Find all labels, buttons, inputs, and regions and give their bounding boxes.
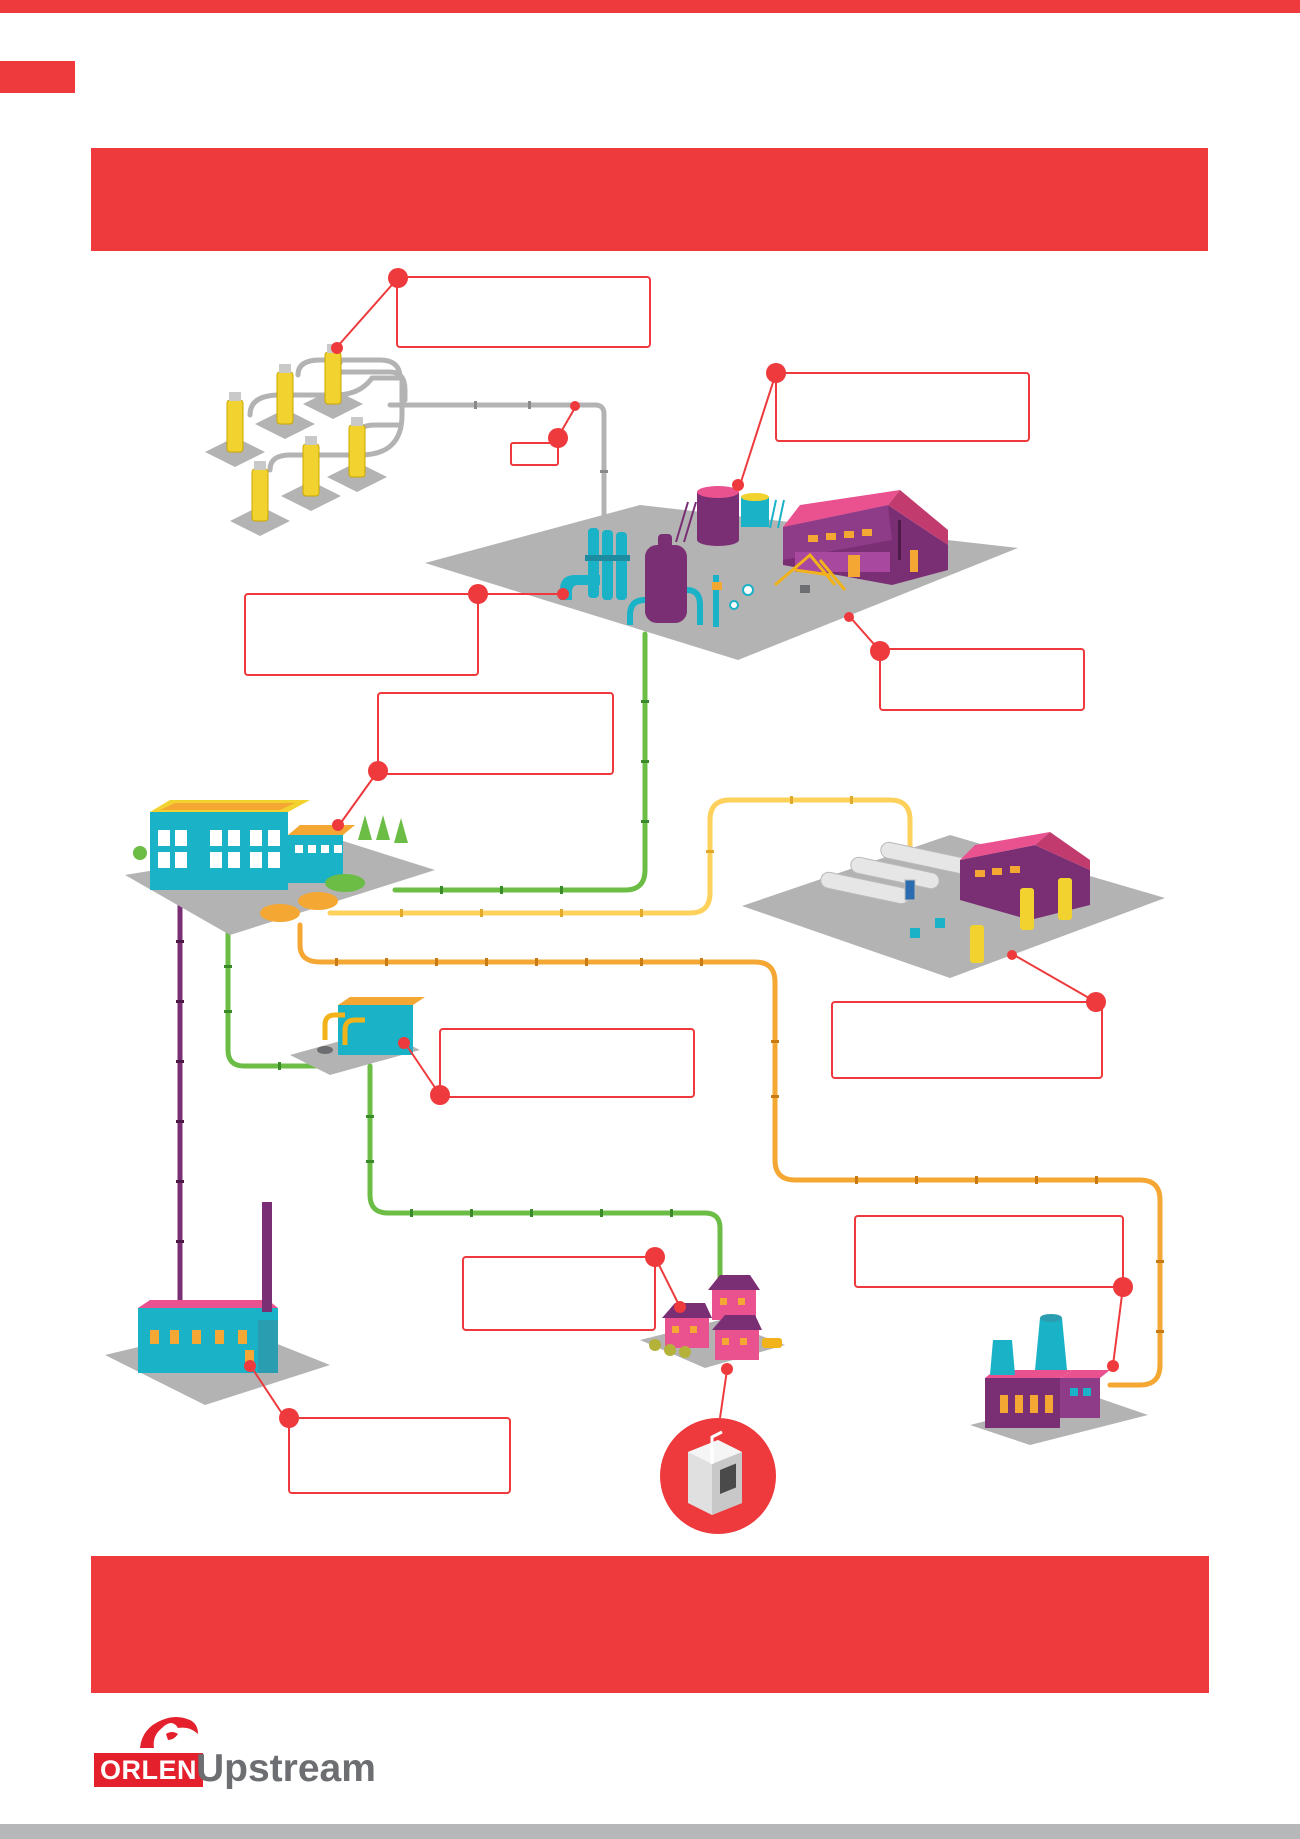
bottom-stripe (0, 1824, 1300, 1839)
pressure-reduction-station (290, 997, 425, 1075)
transmission-orange-joints (335, 958, 1164, 1333)
header-band (91, 148, 1208, 251)
gas-processing-plant (425, 486, 1018, 660)
footer-band (91, 1556, 1209, 1693)
industrial-plant (970, 1314, 1148, 1445)
pump-jacks (774, 552, 847, 591)
transmission-yellow-joints (400, 796, 853, 917)
callout-boxes (244, 276, 1124, 1494)
eagle-icon (140, 1717, 198, 1748)
gas-stove (660, 1418, 776, 1534)
corner-tab (0, 61, 75, 93)
callout-dots (244, 268, 1133, 1428)
orlen-upstream-logo: ORLEN Upstream (92, 1708, 392, 1804)
compressor-building (960, 832, 1090, 920)
logo-word-orlen: ORLEN (94, 1753, 203, 1787)
transmission-pipeline-yellow (327, 797, 913, 916)
distribution-joints (224, 700, 673, 1217)
power-line-joints (176, 940, 184, 1243)
distribution-pipeline (225, 631, 723, 1293)
compressor-station (742, 832, 1165, 978)
control-center-building (125, 800, 435, 935)
storage-tanks (675, 486, 785, 546)
gas-wells-cluster (205, 344, 387, 536)
residential-houses (640, 1275, 785, 1368)
power-plant (105, 1202, 330, 1405)
top-stripe (0, 0, 1300, 13)
gathering-joints (474, 401, 608, 473)
callout-leaders (249, 277, 1124, 1419)
logo-word-upstream: Upstream (196, 1747, 376, 1790)
transmission-pipeline-orange (297, 922, 1163, 1388)
